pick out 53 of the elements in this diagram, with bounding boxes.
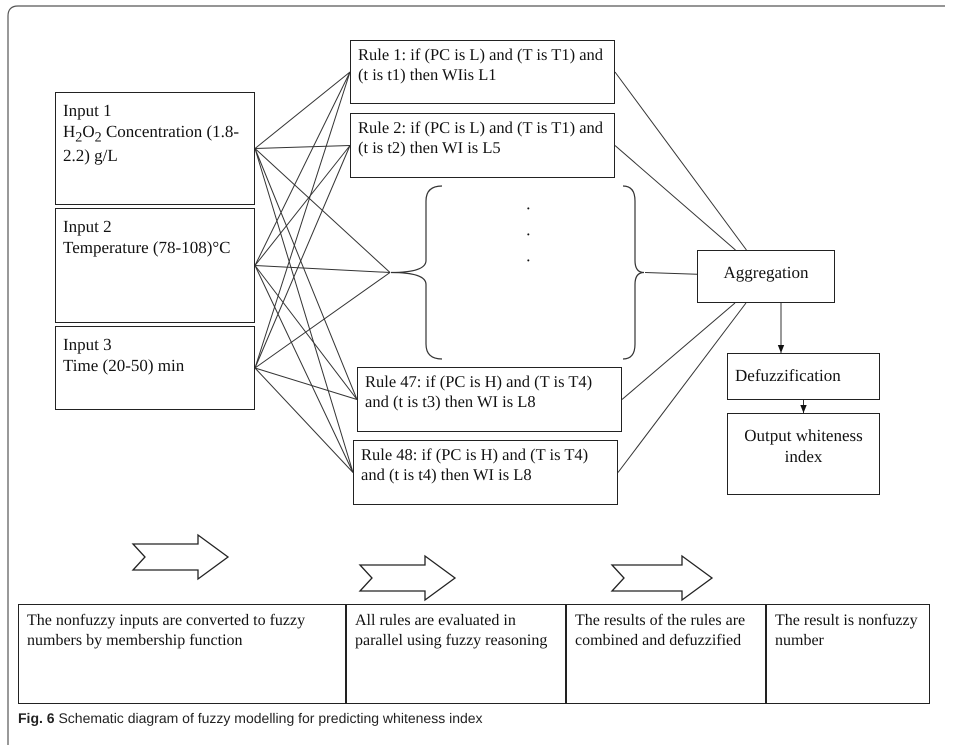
stage-description: The results of the rules are combined and defuzzified (575, 611, 746, 650)
rule-text: Rule 47: if (PC is H) and (T is T4) and (t is t3) then WI is L8 (365, 372, 594, 412)
connector-line (614, 72, 747, 250)
connector-line (618, 302, 746, 473)
connector-line (254, 368, 354, 473)
connector-line (254, 72, 350, 149)
ellipsis-dot: · (526, 225, 532, 245)
input-heading: Input 3 (63, 335, 113, 356)
stage-description: All rules are evaluated in parallel using fuzzy reasoning (355, 611, 548, 650)
description-box (766, 604, 930, 704)
stage-description: The result is nonfuzzy number (775, 611, 919, 650)
description-box (18, 604, 346, 704)
connector-line (254, 368, 358, 400)
connector-line (254, 148, 354, 473)
stage-description: The nonfuzzy inputs are converted to fuzzy numbers by membership function (27, 611, 306, 650)
connector-line (254, 148, 358, 400)
description-box (346, 604, 566, 704)
input-description: Temperature (78-108)°C (63, 238, 232, 258)
connector-line (254, 265, 358, 400)
output-box (727, 413, 880, 495)
ellipsis-dot: · (526, 251, 532, 271)
process-label: Aggregation (722, 263, 810, 284)
rule-text: Rule 1: if (PC is L) and (T is T1) and (t is t1) then WIis L1 (358, 45, 604, 86)
connector-line (254, 272, 390, 368)
connector-line (254, 265, 354, 473)
output-label: Output whiteness index (743, 426, 864, 468)
connector-line (254, 72, 350, 266)
connector-line (622, 302, 736, 400)
connector-line (254, 265, 390, 273)
connector-line (614, 145, 736, 250)
input-box (55, 208, 255, 323)
process-label: Defuzzification (735, 366, 842, 387)
rule-text: Rule 48: if (PC is H) and (T is T4) and (t is t4) then WI is L8 (361, 445, 590, 486)
input-description: H$_{2}$O$_{2}$ Concentration (1.8-2.2) g/L (63, 122, 240, 168)
input-box (55, 326, 255, 410)
input-heading: Input 1 (63, 101, 113, 122)
connector-line (644, 272, 698, 275)
input-heading: Input 2 (63, 217, 113, 238)
figure-caption: Fig. 6 Schematic diagram of fuzzy modelling for predicting whiteness index (18, 710, 483, 726)
rule-text: Rule 2: if (PC is L) and (T is T1) and (t is t2) then WI is L5 (358, 118, 604, 158)
connector-line (254, 148, 390, 273)
connector-line (254, 145, 350, 368)
arrow (800, 400, 807, 414)
description-box (566, 604, 766, 704)
arrow (778, 302, 784, 354)
input-description: Time (20-50) min (63, 356, 186, 376)
connector-line (254, 145, 350, 149)
input-box (55, 92, 255, 205)
connector-line (254, 72, 350, 368)
connector-line (254, 145, 350, 266)
aggregation-box (697, 250, 835, 303)
defuzzification-box (727, 353, 880, 400)
ellipsis-dot: · (526, 199, 532, 219)
